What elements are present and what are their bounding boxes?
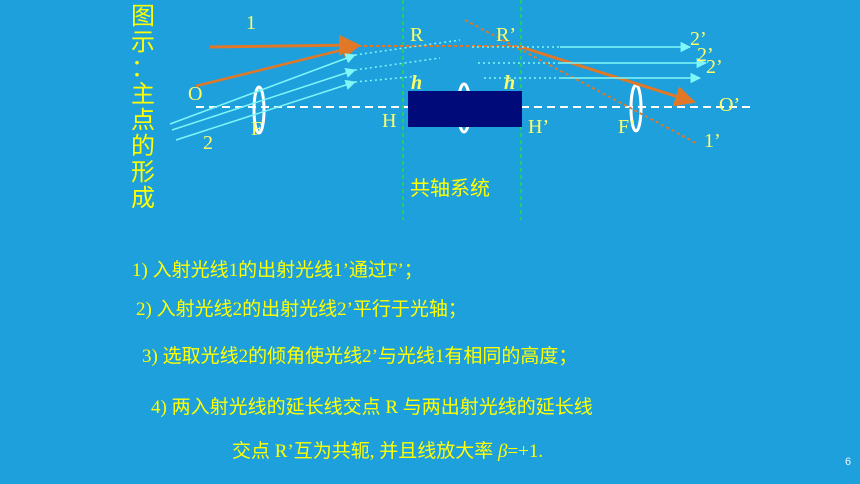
label-2-prime-c: 2’ [706, 56, 723, 78]
side-title-top: 图 示 ： [128, 4, 158, 82]
label-2-prime-b: 2’ [697, 44, 714, 66]
label-2-prime-a: 2’ [690, 28, 707, 50]
side-title-char: 图 [131, 4, 155, 30]
label-R-prime: R’ [496, 24, 516, 46]
statement-5-end: =+1. [507, 441, 544, 462]
label-O: O [188, 83, 203, 105]
ray-2-b-dotted [354, 57, 441, 71]
beta-symbol: β [498, 441, 508, 462]
label-ray-2: 2 [203, 132, 213, 154]
coaxial-system-label: 共轴系统 [410, 176, 490, 200]
label-ray-1: 1 [246, 12, 256, 34]
ray-1-out [520, 45, 697, 107]
side-title-char: 形 [131, 160, 155, 186]
side-title-char: 主 [131, 82, 155, 108]
label-h-right: h [504, 72, 516, 94]
label-F-prime: F’ [618, 116, 636, 138]
ray-extension-orange [464, 19, 697, 144]
statement-1: 1) 入射光线1的出射光线1’通过F’； [132, 260, 423, 281]
statement-4: 4) 两入射光线的延长线交点 R 与两出射光线的延长线 [151, 397, 593, 418]
label-H-prime: H’ [528, 116, 550, 138]
coaxial-system-block [408, 91, 522, 127]
ray-2-a [169, 53, 356, 125]
ray-1-incoming [209, 34, 361, 56]
side-title-char: 示 [131, 30, 155, 56]
side-title-bottom: 主 点 的 形 成 [128, 82, 158, 212]
statement-5-text: 交点 R’互为共轭, 并且线放大率 [232, 441, 494, 462]
page-number: 6 [845, 456, 852, 468]
ray-2-b [171, 67, 356, 131]
statement-5: 交点 R’互为共轭, 并且线放大率 β=+1. [232, 436, 543, 463]
label-O-prime: O’ [719, 94, 741, 116]
label-h-left: h [411, 72, 423, 94]
statement-3: 3) 选取光线2的倾角使光线2’与光线1有相同的高度； [142, 346, 578, 367]
side-title-char: ： [131, 56, 155, 82]
side-title-char: 成 [131, 186, 155, 212]
side-title-char: 的 [131, 134, 155, 160]
label-1-prime: 1’ [704, 130, 721, 152]
side-title-char: 点 [131, 108, 155, 134]
label-R: R [410, 24, 424, 46]
statement-2: 2) 入射光线2的出射光线2’平行于光轴； [136, 299, 467, 320]
ray-2-c [175, 79, 356, 141]
ray-O-to-R [195, 41, 360, 88]
ray-2-a-dotted [354, 39, 461, 56]
lens-left [252, 85, 266, 135]
label-F: F [251, 118, 263, 140]
ray-2-c-dotted [354, 75, 421, 83]
label-H: H [382, 110, 397, 132]
